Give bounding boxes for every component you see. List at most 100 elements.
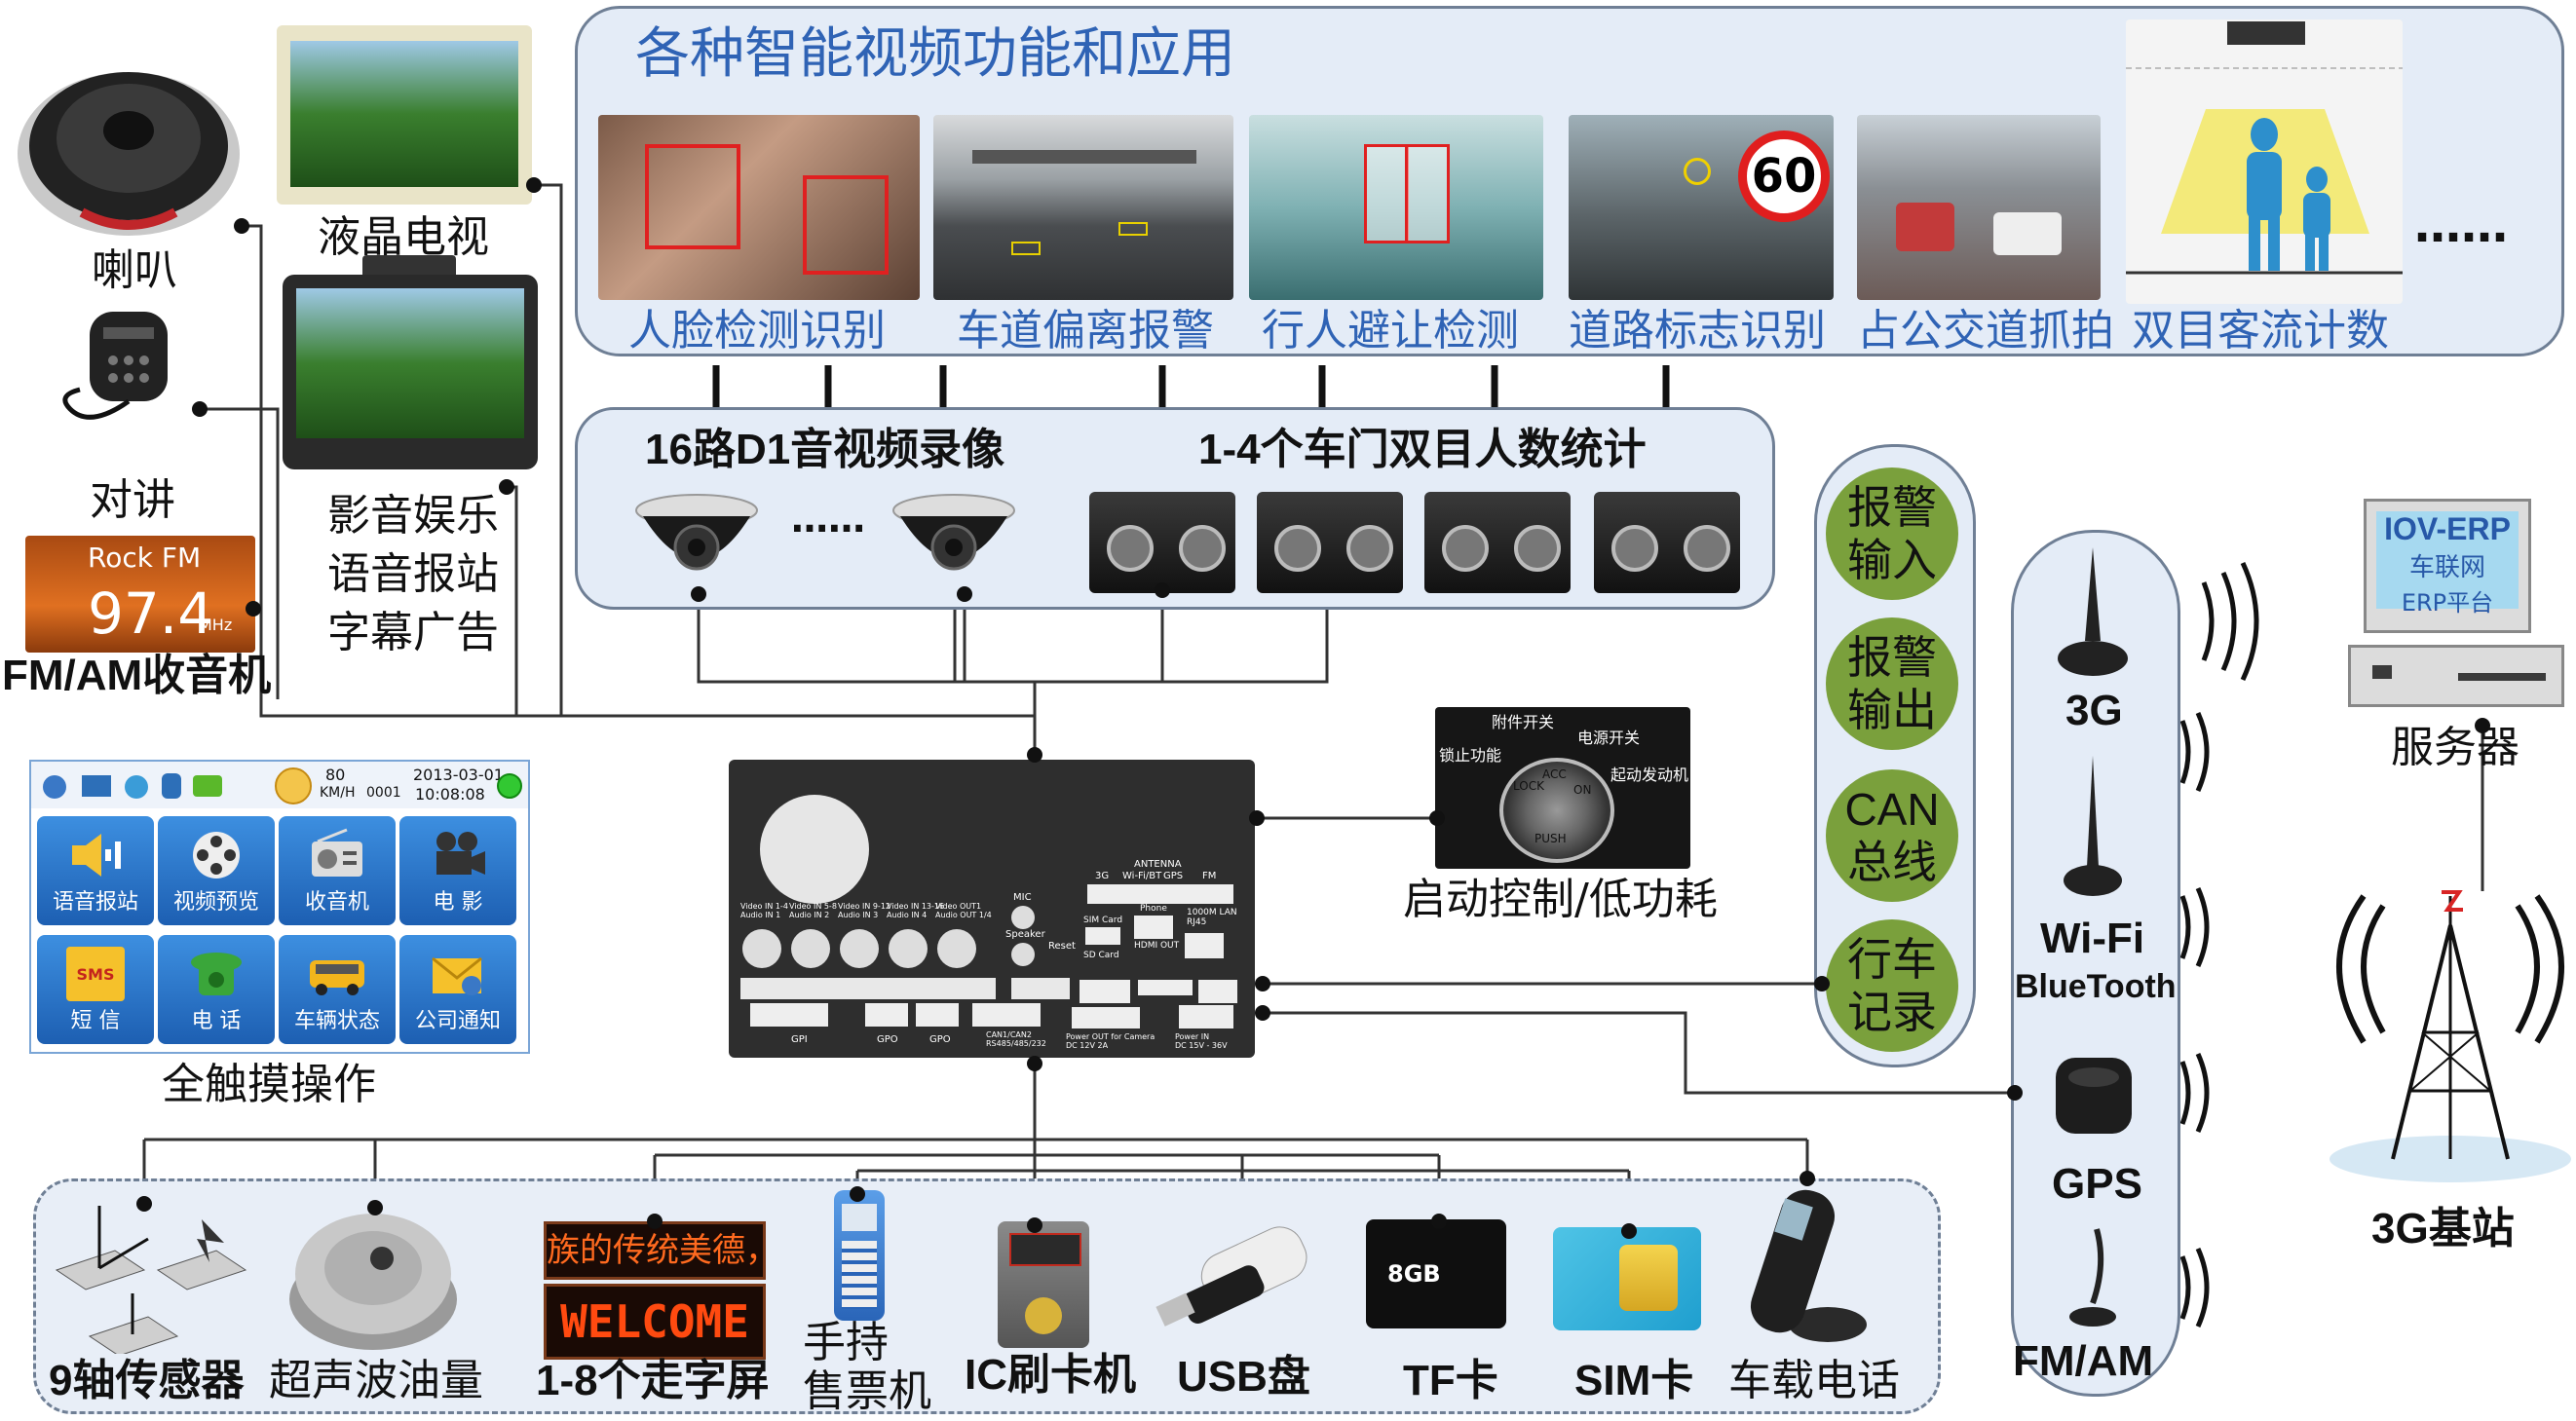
tile-company-notice[interactable]: 公司通知 — [399, 935, 516, 1044]
antenna-label: ANTENNA — [1134, 859, 1182, 870]
label-ultrasonic: 超声波油量 — [269, 1356, 483, 1405]
connector-dot — [2475, 718, 2490, 733]
rca-port-2 — [791, 929, 830, 968]
tile-label: 语音报站 — [52, 890, 138, 915]
sim-chip — [1619, 1245, 1678, 1311]
usb-drive-image — [1155, 1217, 1321, 1334]
tile-phone[interactable]: 电 话 — [158, 935, 275, 1044]
label-av-line2: 语音报站 — [327, 549, 499, 599]
label-usb: USB盘 — [1177, 1353, 1310, 1401]
key-push-mark: PUSH — [1534, 832, 1567, 845]
io-label: 报警 输入 — [1847, 481, 1937, 586]
handheld-ticket-image — [834, 1190, 885, 1321]
video-port-label-4: Video IN 13-16 Audio IN 4 — [887, 902, 945, 919]
sd-card-label: SD Card — [1083, 951, 1119, 960]
io-driving-record: 行车 记录 — [1826, 919, 1958, 1052]
tile-sms[interactable]: SMS 短 信 — [37, 935, 154, 1044]
reset-label: Reset — [1048, 941, 1076, 952]
connector-dot — [1027, 747, 1042, 763]
rca-port-1 — [742, 929, 781, 968]
tile-label: 公司通知 — [414, 1009, 501, 1033]
tile-video-preview[interactable]: 视频预览 — [158, 816, 275, 925]
lcd-tv-image — [277, 25, 532, 205]
antenna-3g-image — [2054, 543, 2132, 680]
lan-label: 1000M LAN RJ45 — [1187, 908, 1237, 927]
tile-label: 收音机 — [304, 890, 369, 915]
connector-dot — [1799, 1171, 1815, 1186]
gpo-label-1: GPO — [877, 1034, 898, 1045]
touch-screen: 80 KM/H 0001 2013-03-01 10:08:08 语音报站 视频… — [29, 760, 530, 1054]
connector-dot — [1429, 810, 1445, 826]
dome-camera-icon — [892, 494, 1015, 571]
camera-ellipsis: …… — [791, 498, 865, 541]
tower-icon — [2330, 890, 2571, 1182]
speaker-port-label: Speaker — [1005, 929, 1045, 940]
radio-unit: MHz — [199, 616, 233, 634]
label-av-line3: 字幕广告 — [327, 608, 499, 657]
antenna-port-3g: 3G — [1095, 871, 1110, 881]
phone-icon — [191, 953, 242, 995]
bus-lane-image — [1857, 115, 2101, 300]
movie-camera-icon — [436, 832, 485, 875]
label-server: 服务器 — [2391, 723, 2519, 772]
led-top-text: 族的传统美德，请 — [547, 1231, 763, 1270]
key-acc-mark: ACC — [1542, 767, 1567, 781]
label-nine-axis: 9轴传感器 — [49, 1357, 245, 1404]
stereo-camera-2 — [1257, 492, 1403, 593]
status-count: 0001 — [366, 785, 401, 801]
status-time: 10:08:08 — [415, 785, 485, 804]
ignition-key-cylinder — [1499, 758, 1614, 863]
label-ic-card: IC刷卡机 — [965, 1351, 1136, 1399]
connector-dot — [499, 479, 514, 495]
server-screen-line1: IOV-ERP — [2384, 511, 2511, 546]
speaker-port — [1011, 943, 1035, 966]
label-wifi: Wi-Fi — [2040, 915, 2145, 962]
label-touch-screen: 全触摸操作 — [162, 1060, 376, 1109]
status-speed-unit: KM/H — [320, 785, 356, 801]
mic-port — [1011, 906, 1035, 929]
fm-radio-display: Rock FM 97.4 MHz — [25, 536, 255, 653]
key-lock-mark: LOCK — [1513, 779, 1544, 793]
smart-video-title: 各种智能视频功能和应用 — [635, 22, 1235, 86]
server-screen-line2: 车联网 — [2408, 553, 2485, 582]
gps-antenna-image — [2050, 1048, 2138, 1153]
notice-envelope-icon — [432, 956, 482, 995]
pedestrian-detection-image — [1249, 115, 1543, 300]
connector-dot — [647, 1214, 663, 1229]
label-lane-departure: 车道偏离报警 — [957, 306, 1214, 355]
base-station-tower — [2325, 867, 2576, 1188]
label-ignition: 启动控制/低功耗 — [1403, 875, 1718, 924]
io-label: 行车 记录 — [1847, 933, 1937, 1038]
tile-movie[interactable]: 电 影 — [399, 816, 516, 925]
tf-card-size: 8GB — [1387, 1260, 1441, 1288]
ic-card-reader-image — [998, 1221, 1089, 1348]
antenna-wifi-image — [2058, 752, 2128, 902]
status-indicator — [497, 773, 522, 799]
label-3g: 3G — [2065, 687, 2123, 734]
ultrasonic-icon — [289, 1214, 457, 1350]
sim-card-image — [1553, 1227, 1701, 1330]
fm-antenna-image — [2058, 1225, 2136, 1332]
rca-port-4 — [889, 929, 928, 968]
server-screen: IOV-ERP 车联网 ERP平台 — [2376, 511, 2519, 617]
tile-label: 车辆状态 — [293, 1009, 380, 1033]
tile-radio[interactable]: 收音机 — [279, 816, 396, 925]
status-bar: 80 KM/H 0001 2013-03-01 10:08:08 — [31, 762, 528, 808]
compass-icon — [275, 767, 312, 804]
tile-voice-announce[interactable]: 语音报站 — [37, 816, 154, 925]
server-monitor: IOV-ERP 车联网 ERP平台 — [2364, 499, 2531, 633]
connector-dot — [850, 1186, 865, 1202]
status-icons — [43, 773, 222, 799]
fm-antenna-icon — [2069, 1228, 2116, 1327]
antenna-port-gps: GPS — [1163, 871, 1184, 881]
label-tf-card: TF卡 — [1403, 1357, 1498, 1404]
radio-brand: Rock FM — [88, 542, 202, 574]
car-phone-image — [1740, 1178, 1871, 1346]
speaker-image — [14, 37, 244, 242]
phone-port-label: Phone — [1140, 904, 1167, 914]
tile-vehicle-status[interactable]: 车辆状态 — [279, 935, 396, 1044]
ignition-start: 起动发动机 — [1610, 766, 1689, 784]
connector-dot — [2007, 1085, 2023, 1101]
connector-dot — [192, 401, 208, 417]
